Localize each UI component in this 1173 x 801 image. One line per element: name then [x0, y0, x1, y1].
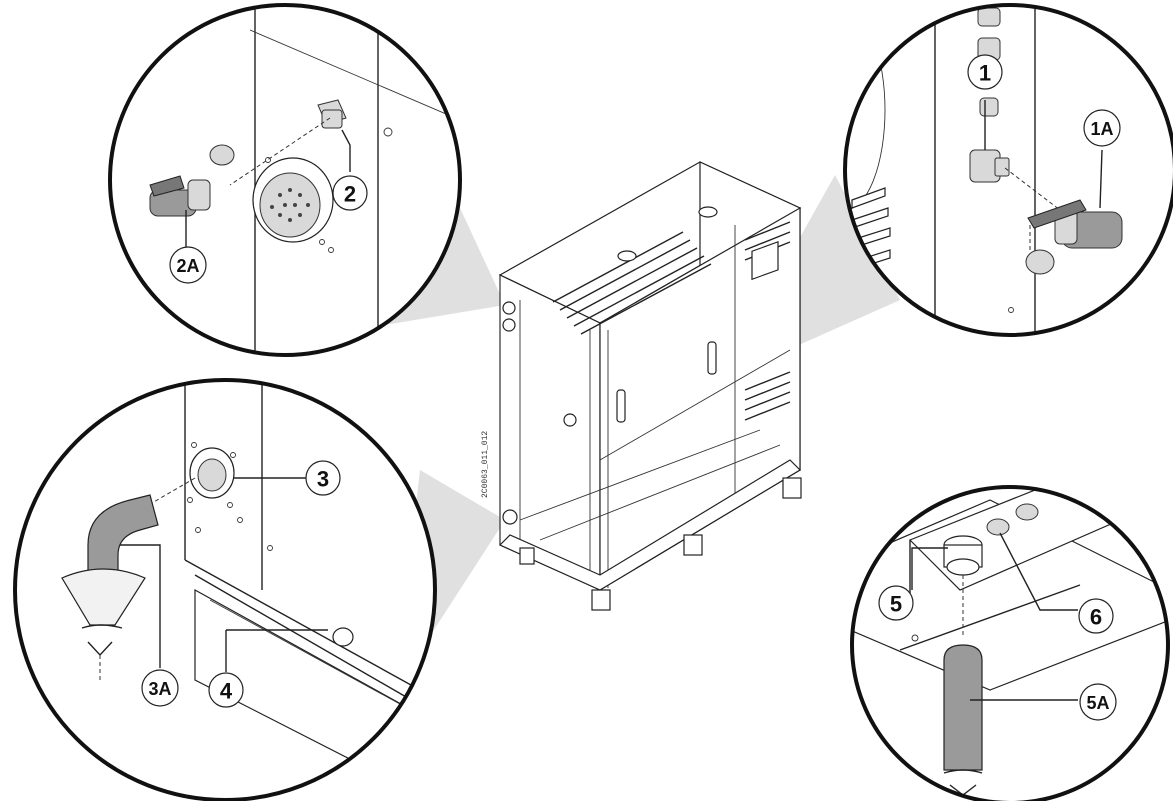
detail-top-left: 2 2A — [108, 3, 462, 357]
callout-5: 5 — [878, 585, 914, 621]
round-grille — [252, 157, 334, 243]
detail-top-right: 1 1A — [843, 3, 1173, 337]
drain-pipe-3a — [61, 494, 159, 680]
svg-text:1A: 1A — [1090, 119, 1113, 139]
callout-6: 6 — [1078, 598, 1114, 634]
svg-text:3: 3 — [317, 467, 329, 492]
svg-text:2A: 2A — [176, 256, 199, 276]
svg-text:2: 2 — [344, 182, 356, 207]
cabinet-illustration: 2C0063_011_012 — [481, 161, 802, 611]
callout-1a: 1A — [1083, 109, 1121, 147]
svg-text:5: 5 — [890, 592, 902, 617]
top-vents — [552, 231, 712, 335]
ball-valve-2a — [149, 175, 211, 217]
detail-bottom-right: 5 6 5A — [850, 485, 1170, 801]
svg-text:3A: 3A — [148, 679, 171, 699]
drain-pipe-5a — [943, 644, 983, 796]
callout-3: 3 — [305, 460, 341, 496]
svg-text:4: 4 — [220, 679, 233, 704]
ball-valve-1a — [1027, 199, 1123, 249]
callout-2a: 2A — [169, 246, 207, 284]
svg-text:6: 6 — [1090, 605, 1102, 630]
svg-text:1: 1 — [979, 61, 991, 86]
callout-4: 4 — [208, 672, 244, 708]
callout-1: 1 — [967, 54, 1003, 90]
svg-text:5A: 5A — [1086, 693, 1109, 713]
detail-bottom-left: 3 3A 4 — [13, 378, 437, 801]
callout-5a: 5A — [1079, 683, 1117, 721]
drawing-code: 2C0063_011_012 — [481, 431, 490, 498]
callout-3a: 3A — [141, 669, 179, 707]
callout-2: 2 — [332, 175, 368, 211]
